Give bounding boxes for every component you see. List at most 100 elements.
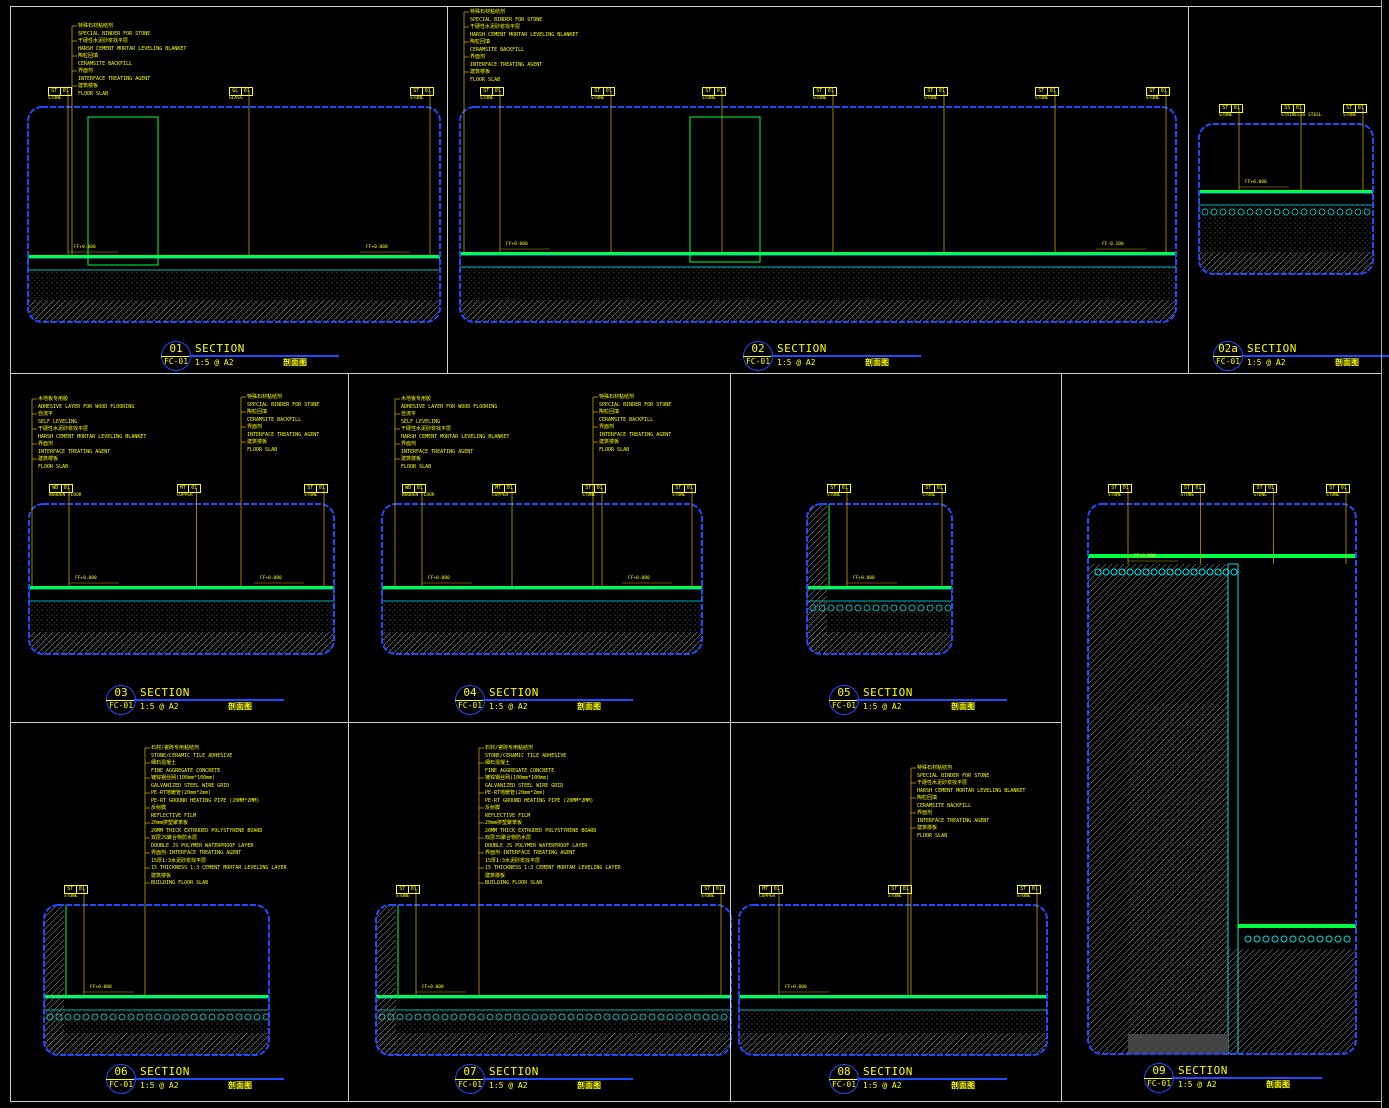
detail-layers — [376, 905, 731, 1055]
tag-number: 01 — [240, 88, 253, 95]
callout-text: ADHESIVE LAYER FOR WOOD FLOORING — [38, 403, 135, 410]
callout-text: 建筑楼板 — [401, 456, 422, 462]
tag-label: STONE — [591, 96, 605, 101]
tag-number: 01 — [1192, 485, 1204, 492]
detail-layers — [29, 586, 334, 654]
tag-label: STONE — [1219, 113, 1233, 118]
scale-label: 1:5 @ A2 — [489, 702, 528, 711]
tag-number: 01 — [407, 886, 420, 893]
tag-label: COPPER — [492, 493, 509, 498]
callout-text: SPECIAL BINDER FOR STONE — [599, 401, 672, 408]
tag-number: 01 — [602, 88, 615, 95]
tag-number: 01 — [1354, 105, 1367, 112]
callout-text: 陶粒回填 — [599, 409, 620, 415]
mortar-layer — [1199, 192, 1373, 206]
tag-code: ST — [816, 88, 823, 94]
side-wall — [807, 504, 827, 654]
level-mark: FF+0.000 — [785, 985, 807, 990]
scale-label: 1:5 @ A2 — [489, 1081, 528, 1090]
section-number: 03 — [114, 686, 128, 699]
tag-code: SS — [1284, 105, 1291, 111]
callout-text: 干硬性水泥砂浆找平层 — [470, 24, 521, 30]
mortar-layer — [44, 997, 269, 1011]
scale-label: 1:5 @ A2 — [195, 358, 234, 367]
tag-number: 01 — [1119, 485, 1132, 492]
callout-text: INTERFACE TREATING AGENT — [401, 448, 474, 455]
tag-label: STONE — [1108, 493, 1122, 498]
callout-text: HARSH CEMENT MORTAR LEVELING BLANKET — [470, 31, 579, 38]
callout-text: FINE AGGREGATE CONCRETE — [151, 767, 221, 774]
tag-number: 01 — [683, 485, 696, 492]
heating-pipe — [1262, 935, 1270, 943]
sheet-code: FC-01 — [1213, 356, 1243, 366]
callout-text: 特殊石材粘结剂 — [470, 9, 506, 15]
tag-number: 01 — [188, 485, 200, 492]
callout-text: CERAMSITE BACKFILL — [599, 416, 654, 423]
tag-number: 01 — [1028, 886, 1041, 893]
callout-text: 陶粒回填 — [78, 53, 99, 59]
heating-pipe — [1174, 568, 1182, 576]
heating-pipe — [1166, 568, 1174, 576]
callout-text: 建筑楼板 — [599, 439, 620, 445]
finish-line — [29, 586, 334, 589]
callout-text: 干硬性水泥砂浆找平层 — [917, 780, 968, 786]
callout-text: 干硬性水泥砂浆找平层 — [401, 426, 452, 432]
callout-text: 细石混凝土 — [485, 760, 511, 766]
tag-number: 01 — [838, 485, 851, 492]
finish-line — [1199, 190, 1373, 193]
heating-pipe — [1102, 568, 1110, 576]
finish-line — [460, 252, 1176, 255]
callout-text: 15厚1:3水泥砂浆找平层 — [151, 857, 207, 864]
tag-label: STONE — [701, 894, 715, 899]
sheet-code: FC-01 — [829, 700, 859, 710]
mortar-layer — [28, 257, 440, 271]
detail-frame — [1198, 123, 1374, 275]
tag-code: ST — [67, 886, 74, 892]
section-number: 08 — [837, 1065, 851, 1078]
tag-code: MT — [495, 485, 502, 491]
callout-text: 建筑楼板 — [151, 872, 172, 879]
callout-text: INTERFACE TREATING AGENT — [247, 431, 320, 438]
heating-pipe — [1334, 935, 1342, 943]
sheet-code: FC-01 — [743, 356, 773, 366]
callout-text: 特殊石材粘结剂 — [78, 23, 114, 29]
mortar-layer — [460, 254, 1176, 268]
callout-text: 建筑楼板 — [917, 825, 938, 831]
section-cn-label: 剖面图 — [283, 358, 307, 367]
heating-pipe — [1222, 568, 1230, 576]
section-cn-label: 剖面图 — [865, 358, 889, 367]
heating-pipe — [1198, 568, 1206, 576]
scale-label: 1:5 @ A2 — [140, 1081, 179, 1090]
title-underline — [483, 699, 633, 701]
title-underline — [483, 1078, 633, 1080]
tag-label: STONE — [1017, 894, 1031, 899]
callout-text: FLOOR SLAB — [470, 76, 501, 83]
floor-slab — [29, 632, 334, 654]
callout-text: SELF LEVELING — [38, 418, 78, 425]
detail-frame — [28, 503, 335, 655]
finish-line — [382, 586, 702, 589]
callout-text: INTERFACE TREATING AGENT — [599, 431, 672, 438]
callout-text: SPECIAL BINDER FOR STONE — [78, 30, 151, 37]
level-mark: FF+0.000 — [628, 576, 650, 581]
